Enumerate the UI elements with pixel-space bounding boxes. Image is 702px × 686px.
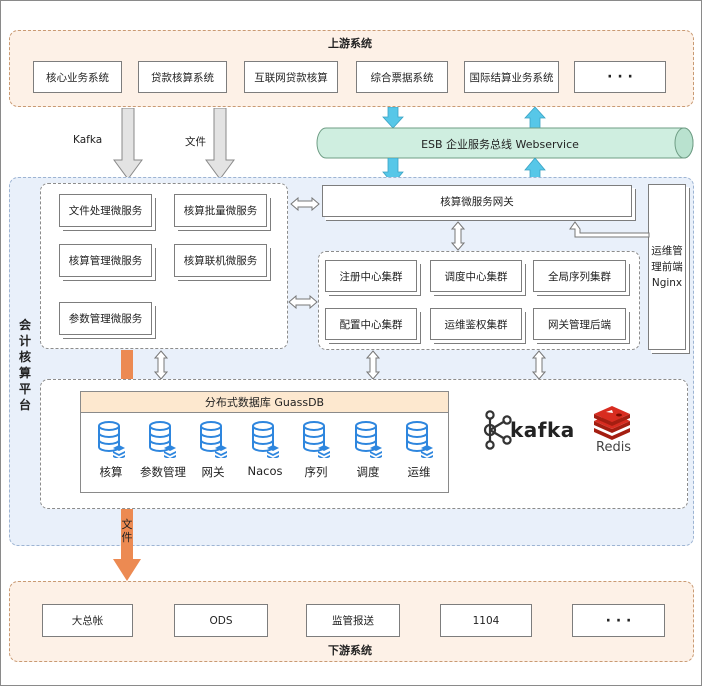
esb-up-arrow-top — [524, 107, 546, 129]
db-item: 序列 — [294, 420, 338, 480]
database-icon — [98, 421, 125, 460]
kafka-logo-text: kafka — [510, 418, 575, 442]
database-icon — [355, 421, 382, 460]
esb-bus — [316, 127, 694, 159]
upstream-system: 互联网贷款核算 — [244, 61, 338, 93]
upstream-system: 国际结算业务系统 — [464, 61, 559, 93]
db-item-label: 核算 — [99, 465, 123, 479]
downstream-system: 大总帐 — [42, 604, 133, 637]
cluster-box: 调度中心集群 — [430, 260, 522, 292]
db-item-label: 运维 — [407, 465, 431, 479]
database-icon — [149, 421, 176, 460]
database-icon — [200, 421, 227, 460]
bidirectional-arrow — [451, 221, 465, 251]
file-down-arrow — [205, 108, 235, 180]
cluster-box: 注册中心集群 — [325, 260, 417, 292]
database-icon — [406, 421, 433, 460]
db-item: 参数管理 — [140, 420, 186, 480]
microservice-box: 核算批量微服务 — [174, 194, 267, 227]
bidirectional-arrow — [532, 350, 546, 380]
upstream-system: 核心业务系统 — [33, 61, 122, 93]
downstream-system-more: · · · — [572, 604, 665, 637]
microservice-box: 参数管理微服务 — [59, 302, 152, 335]
redis-logo-text: Redis — [596, 440, 632, 455]
microservice-box: 文件处理微服务 — [59, 194, 152, 227]
cluster-box: 全局序列集群 — [533, 260, 626, 292]
db-item: 运维 — [397, 420, 441, 480]
database-icon — [303, 421, 330, 460]
file-link-label: 文件 — [185, 136, 206, 148]
microservice-box: 核算联机微服务 — [174, 244, 267, 277]
gateway-box: 核算微服务网关 — [322, 185, 632, 217]
cluster-box: 运维鉴权集群 — [430, 308, 522, 340]
redis-logo-icon — [594, 406, 630, 440]
nginx-to-gateway-arrow — [569, 221, 650, 238]
upstream-system: 综合票据系统 — [356, 61, 448, 93]
kafka-link-label: Kafka — [73, 134, 103, 146]
file-to-downstream-arrow — [113, 350, 141, 581]
esb-down-arrow-top — [382, 107, 404, 129]
upstream-title: 上游系统 — [328, 37, 372, 50]
db-item-label: 序列 — [304, 465, 328, 479]
downstream-title: 下游系统 — [328, 644, 372, 657]
cluster-box: 配置中心集群 — [325, 308, 417, 340]
upstream-system: 贷款核算系统 — [138, 61, 227, 93]
db-item-label: Nacos — [247, 464, 283, 478]
microservice-box: 核算管理微服务 — [59, 244, 152, 277]
downstream-system: 监管报送 — [306, 604, 400, 637]
kafka-down-arrow — [113, 108, 143, 180]
db-item: 网关 — [191, 420, 235, 480]
db-item: 核算 — [89, 420, 133, 480]
guassdb-title: 分布式数据库 GuassDB — [80, 391, 449, 413]
bidirectional-arrow — [366, 350, 380, 380]
downstream-system: ODS — [174, 604, 268, 637]
upstream-system-more: · · · — [574, 61, 666, 93]
cluster-box: 网关管理后端 — [533, 308, 626, 340]
db-item-label: 网关 — [201, 465, 225, 479]
nginx-frontend-box: 运维管理前端Nginx — [648, 184, 686, 350]
kafka-logo-icon — [483, 410, 512, 450]
esb-label: ESB 企业服务总线 Webservice — [421, 138, 579, 151]
bidirectional-arrow — [290, 197, 320, 211]
db-item: Nacos — [243, 420, 287, 478]
bidirectional-arrow — [154, 350, 168, 380]
platform-label: 会 计 核 算 平 台 — [18, 318, 31, 412]
db-item-label: 参数管理 — [140, 465, 186, 479]
file-down-label: 文件 — [121, 518, 133, 544]
database-icon — [252, 421, 279, 460]
db-item-label: 调度 — [356, 465, 380, 479]
downstream-system: 1104 — [440, 604, 532, 637]
db-item: 调度 — [346, 420, 390, 480]
bidirectional-arrow — [288, 295, 318, 309]
